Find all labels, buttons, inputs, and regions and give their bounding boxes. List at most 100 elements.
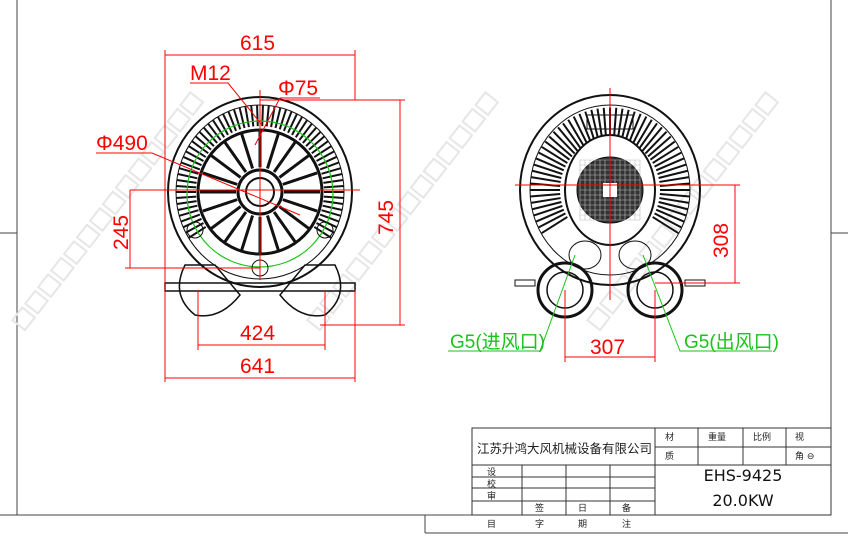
fin-line [638, 122, 658, 149]
fin-line [233, 109, 242, 130]
fin-line [552, 131, 576, 155]
fin-line [655, 208, 685, 223]
fin-line [261, 105, 264, 127]
fin-line [657, 204, 687, 217]
drawing-frame [0, 0, 848, 534]
watermark-glyph [702, 157, 728, 183]
fin-line [321, 209, 342, 217]
dimensions: 615 M12 Φ75 Φ490 745 245 424 641 308 307 [96, 32, 740, 382]
watermark-glyph [715, 140, 741, 166]
fin-line [176, 200, 197, 206]
row-check: 校 [487, 478, 496, 490]
company-name: 江苏升鸿大风机械设备有限公司 [477, 441, 652, 456]
fin-line [244, 106, 250, 128]
watermark-glyph [461, 107, 487, 133]
dim-height: 745 [375, 200, 398, 235]
fin-line [628, 113, 642, 143]
fin-line [176, 184, 197, 189]
power-rating: 20.0KW [712, 491, 774, 510]
fin-line [531, 169, 562, 179]
dim-shaft-dia: Φ75 [278, 77, 318, 100]
fin-line [562, 122, 582, 149]
watermark-band [305, 91, 500, 332]
fin-line [647, 135, 672, 158]
fin-line [283, 111, 293, 132]
fin-line [265, 132, 280, 169]
fin-line [274, 107, 282, 129]
watermark-glyph [75, 223, 101, 249]
fin-line [308, 135, 326, 151]
fin-line [210, 205, 242, 230]
fin-line [323, 200, 344, 206]
watermark-glyph [127, 157, 153, 183]
dim-housing-dia: Φ490 [96, 132, 148, 155]
fin-line [641, 126, 663, 152]
watermark-glyph [435, 140, 461, 166]
blower-front-view [164, 96, 356, 317]
watermark-picture [10, 91, 780, 332]
watermark-glyph [305, 306, 332, 332]
fin-line [616, 108, 624, 140]
fin-line [649, 140, 676, 161]
fin-line [302, 127, 317, 144]
fin-line [207, 123, 222, 141]
watermark-glyph [754, 91, 780, 117]
watermark-glyph [728, 124, 754, 150]
watermark-glyph [331, 273, 358, 299]
fin-line [278, 154, 310, 179]
col-date: 日 [578, 503, 587, 514]
row-review: 审 [487, 490, 496, 502]
fin-line [323, 184, 344, 189]
fin-line [278, 109, 287, 130]
fin-line [567, 119, 585, 147]
fin-line [318, 155, 338, 167]
col-sign: 签 [535, 502, 544, 514]
fin-line [538, 212, 566, 229]
watermark-glyph [585, 306, 612, 332]
watermark-glyph [49, 256, 76, 282]
fin-line [305, 131, 322, 147]
fin-line [652, 216, 679, 234]
projection-symbol: 角 ⊖ [795, 450, 814, 462]
fin-line [533, 163, 563, 176]
model-number: EHS-9425 [704, 466, 783, 485]
watermark-band [585, 91, 780, 332]
watermark-glyph [409, 173, 435, 200]
footer-4: 注 [622, 518, 631, 530]
fin-line [548, 135, 573, 158]
watermark-glyph [741, 107, 767, 133]
fin-line [533, 204, 563, 217]
fin-line [287, 113, 298, 134]
watermark-glyph [448, 124, 474, 150]
watermark-glyph [101, 190, 127, 216]
fin-line [222, 113, 233, 134]
fin-line [319, 161, 340, 171]
fin-line [316, 150, 335, 162]
watermark-glyph [153, 124, 179, 150]
fin-line [227, 111, 237, 132]
fin-line [530, 176, 561, 183]
fin-line [654, 212, 682, 229]
fin-line [657, 163, 687, 176]
fin-line [180, 161, 201, 171]
fin-line [282, 171, 318, 186]
material-label: 材 [665, 431, 674, 443]
fin-line [282, 198, 318, 213]
fin-line [658, 201, 689, 211]
scale-label: 比例 [753, 431, 771, 443]
fin-line [198, 131, 215, 147]
fin-line [202, 198, 238, 213]
fin-line [202, 171, 238, 186]
dim-overall-width: 615 [240, 32, 275, 55]
fin-line [659, 197, 690, 204]
fin-line [602, 107, 608, 139]
fin-line [311, 140, 329, 155]
fin-line [596, 108, 604, 140]
view-label: 视 [795, 431, 804, 443]
outlet-label: G5(出风口) [684, 331, 779, 353]
watermark-glyph [689, 173, 715, 200]
col-note: 备 [622, 502, 631, 514]
fin-line [557, 126, 579, 152]
fin-line [652, 146, 679, 164]
fin-line [659, 176, 690, 183]
